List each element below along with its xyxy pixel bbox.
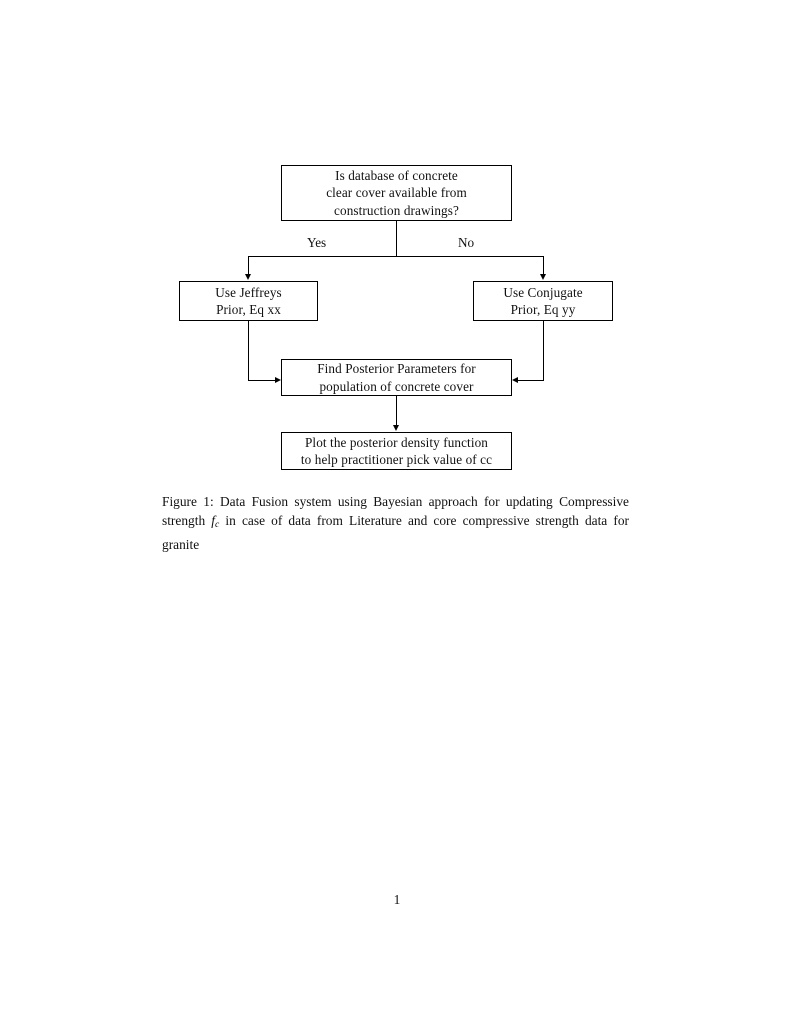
node-posterior-line-2: population of concrete cover xyxy=(319,378,474,394)
node-question-line-1: Is database of concrete xyxy=(335,167,458,183)
edge-label-yes: Yes xyxy=(307,235,327,250)
edge-posterior-to-plot-line xyxy=(396,396,397,426)
flowchart-node-question: Is database of concrete clear cover avai… xyxy=(281,165,512,221)
figure-flowchart: Is database of concrete clear cover avai… xyxy=(0,0,794,490)
node-conjugate-line-1: Use Conjugate xyxy=(503,284,583,300)
edge-posterior-to-plot-arrowhead xyxy=(392,425,399,431)
figure-caption-text-1: Data Fusion system using Bayesian approa… xyxy=(162,494,629,529)
figure-caption-label: Figure 1: xyxy=(162,494,214,509)
figure-caption-text-2: in case of data from Literature and core… xyxy=(162,513,629,552)
edge-yes-arrowhead xyxy=(244,274,251,280)
edge-no-arrowhead xyxy=(539,274,546,280)
flowchart-node-find-posterior: Find Posterior Parameters for population… xyxy=(281,359,512,396)
page-number: 1 xyxy=(393,892,401,907)
node-jeffreys-line-1: Use Jeffreys xyxy=(215,284,282,300)
node-jeffreys-line-2: Prior, Eq xx xyxy=(216,302,281,317)
node-conjugate-line-2: Prior, Eq yy xyxy=(510,302,576,317)
edge-conjugate-run xyxy=(518,380,544,381)
edge-yes-drop xyxy=(248,256,249,275)
edge-jeffreys-drop xyxy=(248,321,249,380)
edge-jeffreys-run xyxy=(248,380,275,381)
edge-no-drop xyxy=(543,256,544,275)
figure-caption: Figure 1: Data Fusion system using Bayes… xyxy=(162,492,629,554)
flowchart-node-jeffreys-prior: Use Jeffreys Prior, Eq xx xyxy=(179,281,318,321)
node-plot-line-1: Plot the posterior density function xyxy=(305,434,488,450)
edge-split-bar xyxy=(248,256,544,257)
node-posterior-line-1: Find Posterior Parameters for xyxy=(317,361,476,376)
figure-caption-math-variable: f xyxy=(211,513,216,529)
edge-conjugate-drop xyxy=(543,321,544,380)
node-question-line-2: clear cover available from xyxy=(326,185,467,201)
flowchart-node-conjugate-prior: Use Conjugate Prior, Eq yy xyxy=(473,281,613,321)
node-question-line-3: construction drawings? xyxy=(334,202,459,218)
edge-question-stem xyxy=(396,221,397,257)
edge-conjugate-arrowhead xyxy=(512,376,518,383)
edge-label-no: No xyxy=(458,235,475,250)
figure-caption-math-subscript: c xyxy=(215,519,220,531)
node-plot-line-2: to help practitioner pick value of cc xyxy=(300,452,493,467)
edge-jeffreys-arrowhead xyxy=(275,376,281,383)
flowchart-node-plot-density: Plot the posterior density function to h… xyxy=(281,432,512,470)
